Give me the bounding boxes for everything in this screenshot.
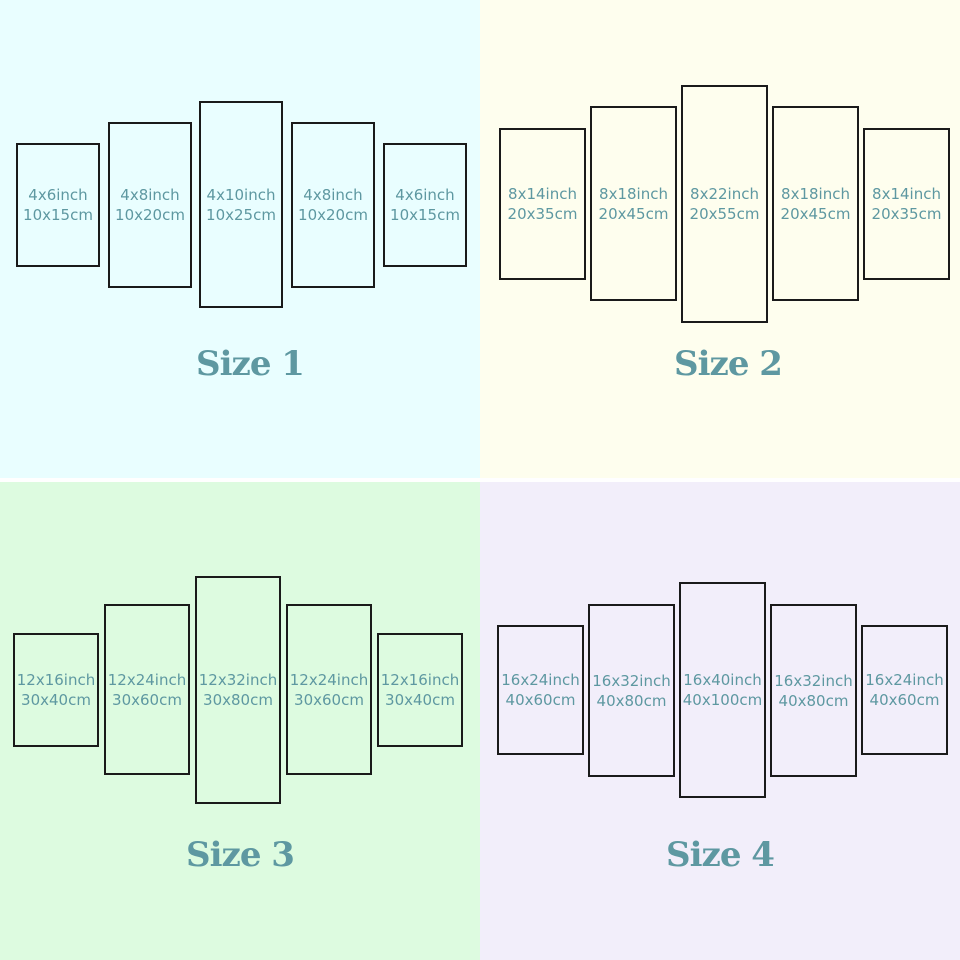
size-4-panel-4: 16x32inch 40x80cm — [770, 604, 857, 777]
panel-inch-label: 12x24inch — [289, 670, 369, 689]
panel-inch-label: 4x8inch — [303, 186, 363, 204]
size-1-panel-1: 4x6inch 10x15cm — [16, 143, 100, 267]
panel-cm-label: 10x25cm — [206, 205, 276, 224]
panel-inch-label: 8x22inch — [690, 185, 759, 203]
panel-cm-label: 30x40cm — [21, 691, 91, 709]
panel-inch-label: 16x24inch — [501, 671, 580, 689]
panel-cm-label: 20x45cm — [598, 204, 669, 223]
panel-cm-label: 10x15cm — [23, 206, 93, 224]
panel-inch-label: 4x6inch — [395, 186, 455, 204]
panel-inch-label: 12x16inch — [380, 671, 460, 689]
panel-inch-label: 16x32inch — [592, 671, 671, 690]
panel-cm-label: 30x60cm — [112, 690, 182, 709]
size-2-title: Size 2 — [674, 344, 783, 384]
panel-cm-label: 20x35cm — [871, 205, 942, 223]
panel-cm-label: 30x80cm — [203, 691, 273, 709]
panel-inch-label: 12x16inch — [16, 671, 96, 689]
size-2-panel-1: 8x14inch 20x35cm — [499, 128, 586, 280]
size-1-title: Size 1 — [196, 344, 305, 384]
size-3-panel-5: 12x16inch 30x40cm — [377, 633, 463, 747]
panel-cm-label: 10x15cm — [390, 206, 460, 224]
size-1-panel-3: 4x10inch 10x25cm — [199, 101, 283, 308]
size-4-group: 16x24inch 40x60cm 16x32inch 40x80cm 16x4… — [480, 482, 960, 960]
panel-inch-label: 8x14inch — [872, 185, 941, 203]
size-1-panel-5: 4x6inch 10x15cm — [383, 143, 467, 267]
panel-inch-label: 8x18inch — [781, 184, 850, 203]
size-1-panel-4: 4x8inch 10x20cm — [291, 122, 375, 288]
size-4-panel-2: 16x32inch 40x80cm — [588, 604, 675, 777]
panel-cm-label: 20x55cm — [689, 205, 760, 223]
size-2-panel-5: 8x14inch 20x35cm — [863, 128, 950, 280]
panel-cm-label: 10x20cm — [298, 206, 368, 224]
panel-cm-label: 40x100cm — [682, 691, 763, 709]
panel-inch-label: 12x24inch — [107, 670, 187, 689]
panel-cm-label: 40x80cm — [596, 691, 667, 710]
panel-inch-label: 16x32inch — [774, 671, 853, 690]
panel-inch-label: 8x14inch — [508, 185, 577, 203]
size-1-panel-2: 4x8inch 10x20cm — [108, 122, 192, 288]
panel-inch-label: 12x32inch — [198, 671, 278, 689]
panel-inch-label: 4x6inch — [28, 186, 88, 204]
panel-cm-label: 10x20cm — [115, 206, 185, 224]
size-4-title: Size 4 — [666, 835, 775, 875]
panel-cm-label: 30x60cm — [294, 690, 364, 709]
size-4-panel-5: 16x24inch 40x60cm — [861, 625, 948, 755]
panel-cm-label: 30x40cm — [385, 691, 455, 709]
size-3-group: 12x16inch 30x40cm 12x24inch 30x60cm 12x3… — [0, 482, 480, 960]
size-4-panel-3: 16x40inch 40x100cm — [679, 582, 766, 798]
panel-cm-label: 40x60cm — [505, 691, 576, 709]
size-2-panel-2: 8x18inch 20x45cm — [590, 106, 677, 301]
size-2-group: 8x14inch 20x35cm 8x18inch 20x45cm 8x22in… — [480, 0, 960, 478]
panel-cm-label: 20x45cm — [780, 204, 851, 223]
panel-inch-label: 4x8inch — [120, 186, 180, 204]
size-3-panel-3: 12x32inch 30x80cm — [195, 576, 281, 804]
panel-inch-label: 16x40inch — [683, 671, 762, 689]
size-3-panel-4: 12x24inch 30x60cm — [286, 604, 372, 775]
panel-cm-label: 40x60cm — [869, 691, 940, 709]
size-3-title: Size 3 — [186, 835, 295, 875]
size-4-panel-1: 16x24inch 40x60cm — [497, 625, 584, 755]
panel-cm-label: 20x35cm — [507, 205, 578, 223]
size-3-panel-2: 12x24inch 30x60cm — [104, 604, 190, 775]
panel-inch-label: 8x18inch — [599, 184, 668, 203]
size-3-panel-1: 12x16inch 30x40cm — [13, 633, 99, 747]
size-2-panel-4: 8x18inch 20x45cm — [772, 106, 859, 301]
panel-cm-label: 40x80cm — [778, 691, 849, 710]
size-1-group: 4x6inch 10x15cm 4x8inch 10x20cm 4x10inch… — [0, 0, 480, 478]
size-2-panel-3: 8x22inch 20x55cm — [681, 85, 768, 323]
panel-inch-label: 4x10inch — [206, 185, 276, 204]
panel-inch-label: 16x24inch — [865, 671, 944, 689]
